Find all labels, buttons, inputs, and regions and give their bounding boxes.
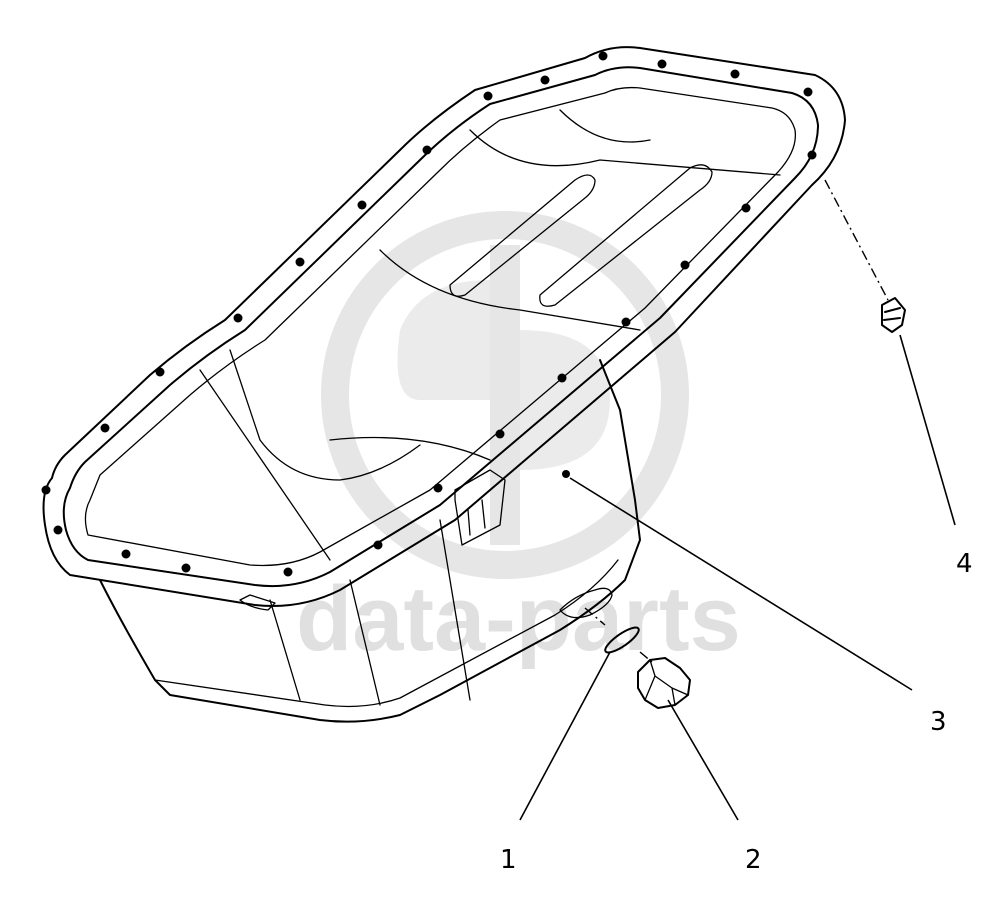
bolt-hole	[557, 373, 567, 383]
bolt-hole	[100, 423, 110, 433]
bolt-hole	[621, 317, 631, 327]
part-1-axis	[584, 607, 653, 663]
bolt-hole	[433, 483, 443, 493]
pan-rib-left	[449, 174, 596, 297]
pan-inner-floor	[199, 349, 421, 561]
part-4-bolt-head	[881, 297, 906, 333]
bolt-hole	[155, 367, 165, 377]
pan-inner-contour	[329, 109, 781, 461]
bolt-hole	[495, 429, 505, 439]
leader-3	[569, 477, 913, 691]
leader-2	[667, 699, 739, 821]
pan-rear-boss	[239, 594, 276, 611]
bolt-hole	[422, 145, 432, 155]
pan-flange-inner	[62, 66, 819, 588]
pan-side-bracket	[454, 469, 506, 546]
bolt-hole	[295, 257, 305, 267]
callout-1: 1	[500, 845, 517, 875]
leader-4	[899, 334, 956, 526]
callout-3: 3	[930, 707, 947, 737]
pan-sump-edge	[269, 519, 471, 706]
pan-drain-boss	[559, 587, 613, 619]
part-1-washer	[584, 607, 653, 663]
part-1-washer-shape	[604, 626, 640, 654]
bolt-hole	[373, 540, 383, 550]
bolt-hole	[53, 525, 63, 535]
callout-2: 2	[745, 845, 762, 875]
leader-lines	[519, 334, 956, 821]
oil-pan	[42, 46, 846, 723]
bolt-hole	[807, 150, 817, 160]
bolt-hole	[598, 51, 608, 61]
callout-labels: 1 2 3 4	[500, 549, 973, 875]
bolt-hole	[233, 313, 243, 323]
bolt-hole	[730, 69, 740, 79]
watermark-text: data-parts	[296, 568, 741, 670]
bolt-hole	[283, 567, 293, 577]
pan-inner-rim	[84, 86, 797, 567]
pan-rib-right	[539, 164, 713, 307]
watermark-logo	[321, 211, 689, 579]
pan-flange-outer	[42, 46, 846, 607]
bolt-hole	[181, 563, 191, 573]
bolt-hole	[680, 260, 690, 270]
bolt-hole	[121, 549, 131, 559]
bolt-hole	[803, 87, 813, 97]
leader-1	[519, 651, 611, 821]
part-2-plug-hex	[644, 659, 689, 706]
part-4-axis	[824, 179, 889, 301]
bolt-hole	[357, 200, 367, 210]
part-4-bolt	[824, 179, 906, 333]
bolt-hole	[540, 75, 550, 85]
bolt-hole	[483, 91, 493, 101]
callout-4: 4	[956, 549, 973, 579]
pan-sump-bottom	[154, 559, 619, 708]
bolt-hole	[41, 485, 51, 495]
bolt-hole	[741, 203, 751, 213]
part-3-point	[562, 470, 570, 478]
bolt-hole	[657, 59, 667, 69]
part-2-drain-plug	[637, 657, 691, 709]
flange-bolt-holes	[41, 51, 817, 577]
watermark: data-parts	[296, 211, 741, 670]
